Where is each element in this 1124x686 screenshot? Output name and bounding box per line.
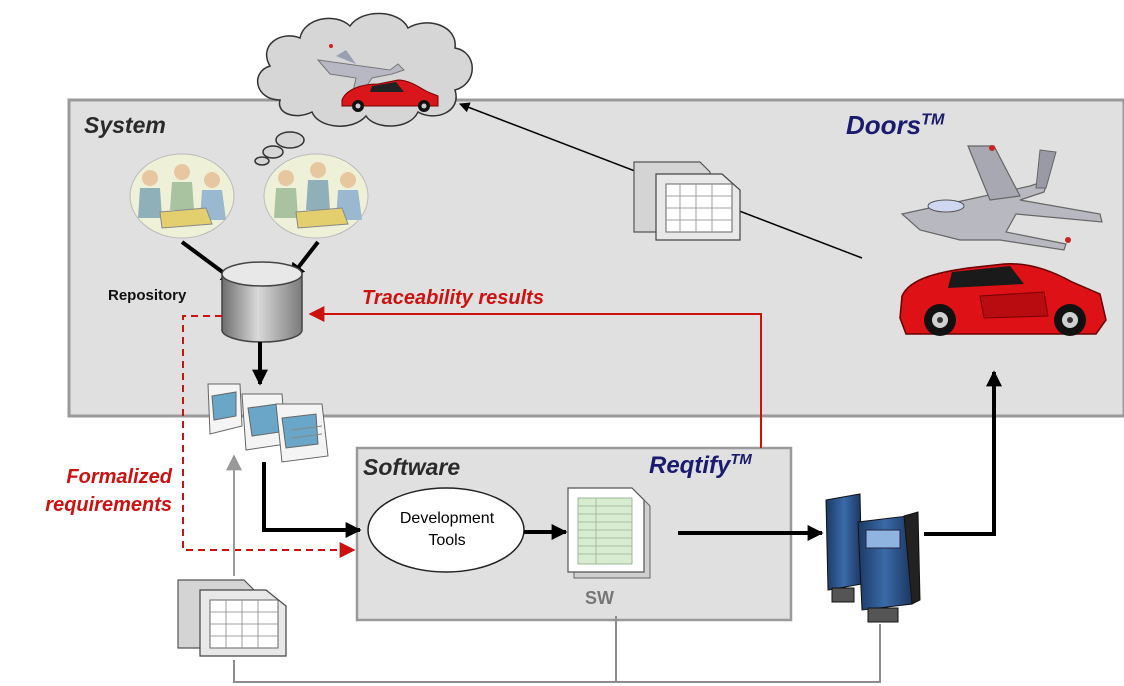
traceability-arrow: [308, 306, 762, 448]
repository-label: Repository: [108, 287, 187, 304]
software-panel-title: Software: [363, 454, 461, 480]
dev-tools-line-2: Tools: [428, 532, 466, 549]
sw-document-icon: [567, 487, 651, 579]
cloud-jet-icon: [316, 44, 405, 97]
sw-label: SW: [585, 588, 614, 608]
table-icon: [633, 161, 741, 241]
dev-tools-line-1: Development: [399, 510, 495, 527]
fighter-jet-icon: [900, 145, 1103, 251]
red-sports-car-icon: [899, 263, 1107, 336]
people-group-icon: [129, 153, 369, 239]
reqtify-name: Reqtify: [649, 452, 731, 479]
doors-name: Doors: [846, 110, 922, 140]
bottom-gray-connector: [233, 624, 881, 683]
traceability-label: Traceability results: [362, 287, 544, 309]
hardware-device-icon: [825, 493, 921, 623]
formalized-req-dashed-arrow: [182, 315, 356, 558]
formalized-line-2: requirements: [45, 494, 172, 516]
reqtify-title: ReqtifyTM: [649, 452, 752, 480]
development-tools-label: Development Tools: [370, 508, 524, 552]
cloud-car-icon: [341, 79, 439, 112]
formalized-requirements-label: Formalized requirements: [16, 463, 172, 519]
system-panel-title: System: [84, 112, 166, 138]
system-panel: [67, 98, 1124, 418]
formalized-line-1: Formalized: [66, 466, 172, 488]
reqtify-trademark: TM: [730, 452, 752, 468]
docs-to-devtools-arrow: [262, 462, 362, 538]
table-icon: [177, 579, 287, 657]
device-to-car-arrow: [924, 370, 1002, 536]
repository-icon: [221, 261, 303, 343]
requirements-docs-icon: [207, 383, 329, 463]
doors-trademark: TM: [921, 110, 945, 129]
doors-title: DoorsTM: [846, 110, 944, 141]
